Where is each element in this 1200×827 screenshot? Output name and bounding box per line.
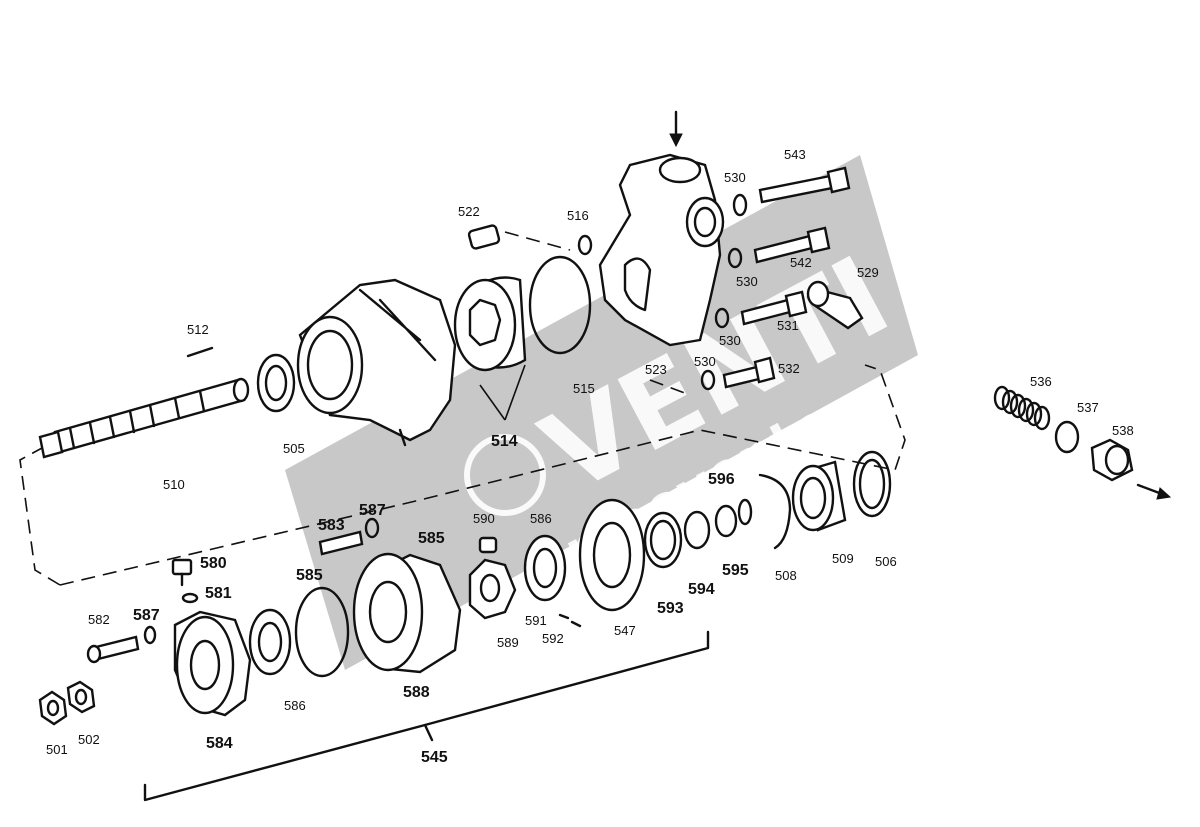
label-592: 592 [542, 631, 564, 646]
part-536-spring [993, 385, 1051, 431]
label-512: 512 [187, 322, 209, 337]
part-542-bolt [753, 226, 831, 264]
label-581: 581 [205, 585, 232, 602]
label-530-a: 530 [724, 170, 746, 185]
label-596: 596 [708, 471, 735, 488]
part-588-housing [352, 552, 462, 674]
label-508: 508 [775, 568, 797, 583]
label-529: 529 [857, 265, 879, 280]
part-587-washer-upper [364, 517, 380, 539]
label-543: 543 [784, 147, 806, 162]
label-595: 595 [722, 562, 749, 579]
part-515-oring [528, 255, 592, 355]
part-501-nut [38, 690, 68, 726]
label-591: 591 [525, 613, 547, 628]
part-595-ring [714, 504, 738, 538]
part-592-pin [570, 620, 582, 628]
part-516-washer [577, 234, 593, 256]
label-505: 505 [283, 441, 305, 456]
label-580: 580 [200, 555, 227, 572]
label-516: 516 [567, 208, 589, 223]
part-530-washers [700, 193, 748, 391]
label-523: 523 [645, 362, 667, 377]
label-542: 542 [790, 255, 812, 270]
part-581-washer [181, 592, 199, 604]
part-543-bolt [758, 166, 851, 204]
label-537: 537 [1077, 400, 1099, 415]
part-585-oring-large [294, 586, 350, 678]
label-510: 510 [163, 477, 185, 492]
label-545: 545 [421, 749, 448, 766]
part-510-shaft [38, 377, 250, 459]
label-530-d: 530 [694, 354, 716, 369]
label-589: 589 [497, 635, 519, 650]
part-582-bolt [86, 635, 140, 664]
label-590: 590 [473, 511, 495, 526]
part-591-pin [558, 613, 570, 620]
part-531-bolt [740, 290, 808, 326]
arrow-outlet [1136, 483, 1172, 500]
label-585-a: 585 [418, 530, 445, 547]
label-531: 531 [777, 318, 799, 333]
part-523-pump-head [598, 153, 725, 347]
label-509: 509 [832, 551, 854, 566]
label-515: 515 [573, 381, 595, 396]
watermark-band [285, 155, 918, 670]
label-522: 522 [458, 204, 480, 219]
label-587-a: 587 [359, 502, 386, 519]
label-506: 506 [875, 554, 897, 569]
assembly-545-bracket [143, 630, 710, 802]
part-547-flange [578, 498, 646, 612]
part-512-pin [186, 346, 214, 358]
part-508-circlip [758, 473, 792, 550]
label-530-c: 530 [719, 333, 741, 348]
part-586-bearing-right [523, 534, 567, 602]
label-584: 584 [206, 735, 233, 752]
label-514: 514 [491, 433, 518, 450]
arrow-down-inlet [669, 110, 683, 148]
part-506-shim [852, 450, 892, 518]
label-530-b: 530 [736, 274, 758, 289]
label-586-a: 586 [530, 511, 552, 526]
watermark-logo [464, 434, 546, 516]
part-522-sleeve [467, 224, 501, 250]
part-537-washer [1054, 420, 1080, 454]
part-583-bolt [318, 530, 364, 556]
label-532: 532 [778, 361, 800, 376]
label-501: 501 [46, 742, 68, 757]
label-582: 582 [88, 612, 110, 627]
label-538: 538 [1112, 423, 1134, 438]
part-509-bearing [791, 460, 847, 532]
label-588: 588 [403, 684, 430, 701]
label-585-b: 585 [296, 567, 323, 584]
part-594-ring [683, 510, 711, 550]
label-593: 593 [657, 600, 684, 617]
label-502: 502 [78, 732, 100, 747]
part-538-plug [1090, 438, 1134, 482]
part-505-seal [256, 353, 296, 413]
part-587-washer-lower [143, 625, 157, 645]
part-586-bearing-left [248, 608, 292, 676]
label-586-b: 586 [284, 698, 306, 713]
part-housing-front [296, 278, 457, 447]
part-502-washer [66, 680, 96, 714]
part-584-flange [173, 610, 252, 717]
label-536: 536 [1030, 374, 1052, 389]
label-547: 547 [614, 623, 636, 638]
part-593-seal [643, 511, 683, 569]
part-589-gear [468, 558, 517, 620]
part-532-bolt [722, 356, 776, 389]
part-514-rotor [453, 276, 527, 421]
part-labels: 501 502 505 506 508 509 510 512 514 515 … [46, 147, 1134, 766]
part-590-pin [478, 536, 498, 554]
part-580-bolt [171, 558, 193, 587]
part-596-ring [737, 498, 753, 526]
label-583: 583 [318, 517, 345, 534]
label-587-b: 587 [133, 607, 160, 624]
label-594: 594 [688, 581, 715, 598]
part-529-elbow [806, 280, 864, 330]
